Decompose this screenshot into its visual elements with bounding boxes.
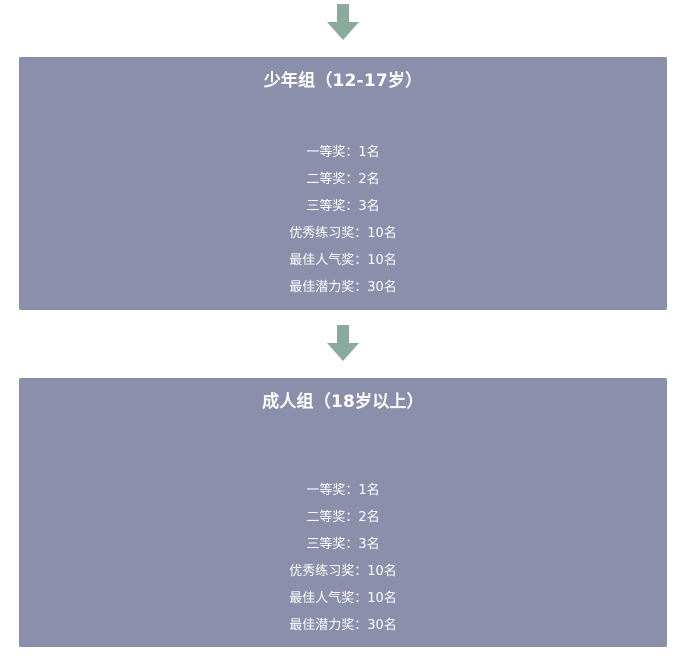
prize-item: 最佳人气奖：10名 — [289, 591, 397, 606]
prize-item: 优秀练习奖：10名 — [289, 226, 397, 241]
adult-prize-list: 一等奖：1名 二等奖：2名 三等奖：3名 优秀练习奖：10名 最佳人气奖：10名… — [19, 477, 667, 639]
prize-item: 最佳人气奖：10名 — [289, 253, 397, 268]
arrow-down-icon — [327, 325, 359, 361]
prize-item: 一等奖：1名 — [306, 145, 380, 160]
prize-item: 一等奖：1名 — [306, 483, 380, 498]
youth-prize-list: 一等奖：1名 二等奖：2名 三等奖：3名 优秀练习奖：10名 最佳人气奖：10名… — [19, 139, 667, 301]
arrow-down-icon — [327, 4, 359, 40]
prize-item: 最佳潜力奖：30名 — [289, 618, 397, 633]
prize-item: 二等奖：2名 — [306, 172, 380, 187]
prize-item: 二等奖：2名 — [306, 510, 380, 525]
prize-item: 优秀练习奖：10名 — [289, 564, 397, 579]
prize-item: 三等奖：3名 — [306, 537, 380, 552]
prize-item: 最佳潜力奖：30名 — [289, 280, 397, 295]
youth-group-title: 少年组（12-17岁） — [263, 71, 423, 91]
youth-group-panel: 少年组（12-17岁） 一等奖：1名 二等奖：2名 三等奖：3名 优秀练习奖：1… — [19, 57, 667, 310]
adult-group-title: 成人组（18岁以上） — [262, 392, 424, 412]
adult-group-panel: 成人组（18岁以上） 一等奖：1名 二等奖：2名 三等奖：3名 优秀练习奖：10… — [19, 378, 667, 647]
prize-item: 三等奖：3名 — [306, 199, 380, 214]
